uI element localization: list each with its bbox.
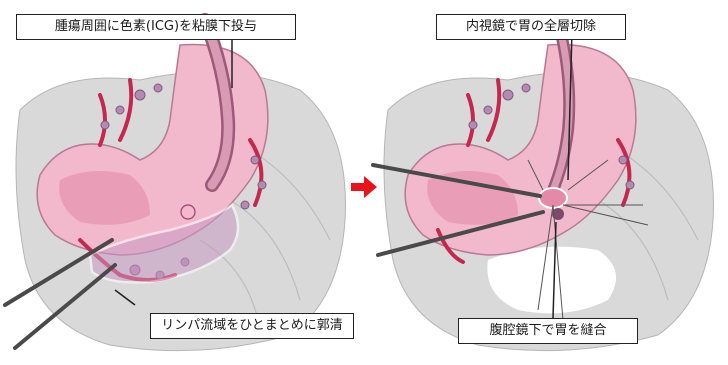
left-stomach-diagram bbox=[0, 0, 360, 365]
right-arrow-icon bbox=[351, 176, 377, 198]
label-full-thickness-resection: 内視鏡で胃の全層切除 bbox=[436, 14, 626, 40]
label-dye-injection: 腫瘍周囲に色素(ICG)を粘膜下投与 bbox=[16, 14, 296, 40]
label-lymph-dissection: リンパ流域をひとまとめに郭清 bbox=[150, 313, 354, 339]
right-stomach-diagram bbox=[368, 0, 728, 365]
right-panel-illustration bbox=[368, 0, 728, 365]
label-laparoscopic-suture: 腹腔鏡下で胃を縫合 bbox=[458, 318, 638, 344]
left-panel-illustration bbox=[0, 0, 360, 365]
